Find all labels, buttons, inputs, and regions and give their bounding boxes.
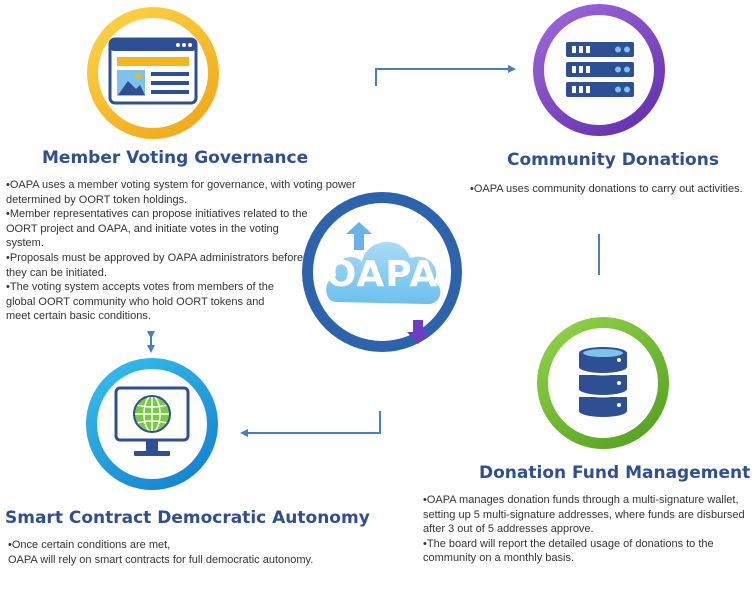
fund-title: Donation Fund Management <box>479 463 751 483</box>
voting-item: •The voting system accepts votes from me… <box>6 281 274 323</box>
connector-voting-to-donations <box>375 65 516 86</box>
voting-node-ring <box>87 7 219 139</box>
fund-node-ring <box>537 317 669 449</box>
donations-description: •OAPA uses community donations to carry … <box>470 182 750 197</box>
contract-item: •Once certain conditions are met, <box>8 539 171 551</box>
voting-item: •Member representatives can propose init… <box>6 208 308 250</box>
oapa-title: OAPA <box>325 254 439 295</box>
voting-title: Member Voting Governance <box>42 148 309 168</box>
browser-window-icon <box>108 37 198 105</box>
oapa-center-ring: OAPA Operation mode <box>302 192 462 352</box>
connector-fund-to-contract <box>240 411 381 437</box>
globe-monitor-icon <box>114 386 190 456</box>
voting-item: •Proposals must be approved by OAPA admi… <box>6 251 304 279</box>
contract-node-ring <box>86 358 218 490</box>
donations-node-ring <box>533 4 665 136</box>
contract-description: •Once certain conditions are met, OAPA w… <box>8 538 338 567</box>
fund-item: •The board will report the detailed usag… <box>423 537 714 565</box>
arrow-down-icon <box>407 320 429 344</box>
fund-description: •OAPA manages donation funds through a m… <box>423 493 749 566</box>
voting-item: •OAPA uses a member voting system for go… <box>6 179 356 206</box>
cloud-icon <box>326 241 441 305</box>
donations-title: Community Donations <box>507 150 719 170</box>
oapa-subtitle: Operation mode <box>338 302 426 316</box>
arrow-up-icon <box>346 222 372 250</box>
server-rack-icon <box>566 42 634 97</box>
contract-item: OAPA will rely on smart contracts for fu… <box>8 553 314 566</box>
voting-description: •OAPA uses a member voting system for go… <box>6 178 360 324</box>
donations-item: •OAPA uses community donations to carry … <box>470 183 743 195</box>
database-icon <box>579 347 627 417</box>
contract-title: Smart Contract Democratic Autonomy <box>5 508 370 528</box>
fund-item: •OAPA manages donation funds through a m… <box>423 494 745 536</box>
